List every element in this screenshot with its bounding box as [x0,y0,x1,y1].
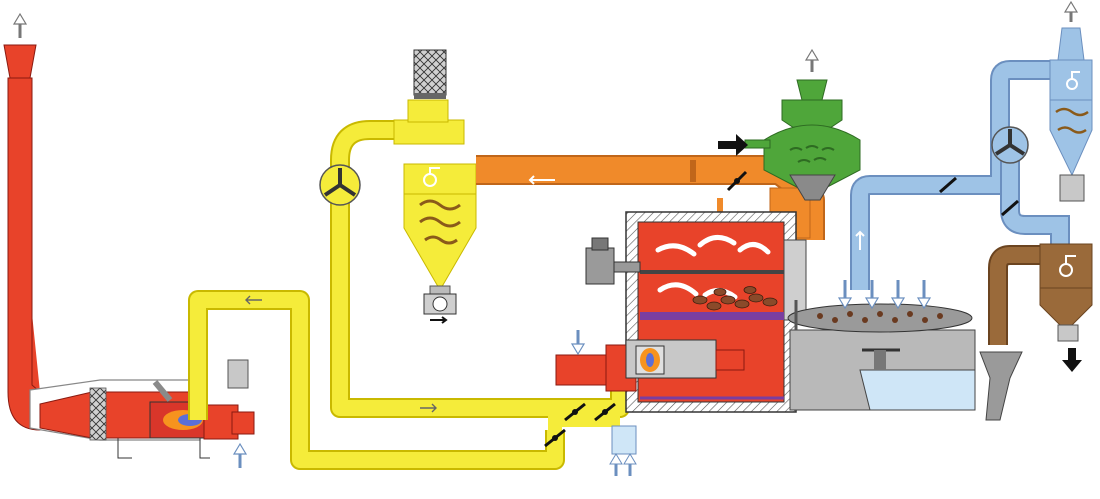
chimney-stack [3,44,41,431]
cyclone-marker-icon [423,167,440,187]
gas-burner-left [203,359,255,440]
chaff-cyclone [393,99,477,295]
roasting-drum [625,211,807,413]
cyclone-marker-icon [1059,255,1076,277]
destoner-cyclone [979,243,1093,421]
cyclone-marker-icon [1066,71,1080,90]
exhaust-arrow-icon [1063,0,1079,22]
recirculation-fan-icon [319,164,361,206]
exhaust-arrow-icon [12,12,28,38]
drum-motor [585,237,641,285]
bean-inlet-arrow-icon [718,134,748,156]
cooling-cyclone [1049,27,1093,202]
green-bean-hopper [744,79,861,201]
cooling-fan-icon [991,126,1029,164]
cooling-tray [787,300,976,411]
yellow-recirculation-duct [188,120,630,470]
cartridge-filter [413,49,447,99]
bean-outlet-arrow-icon [1062,348,1082,372]
afterburner-chamber [29,379,210,459]
main-burner [555,339,745,392]
blue-cooling-air-duct [850,60,1070,290]
air-inlet-arrow-icon [232,442,248,468]
air-inlet-arrow-icon [570,330,586,356]
cooling-air-arrows-icon [837,280,932,310]
rotary-valve [423,293,457,324]
cooling-water-inlet-icon [609,425,637,476]
exhaust-arrow-icon [804,48,820,72]
